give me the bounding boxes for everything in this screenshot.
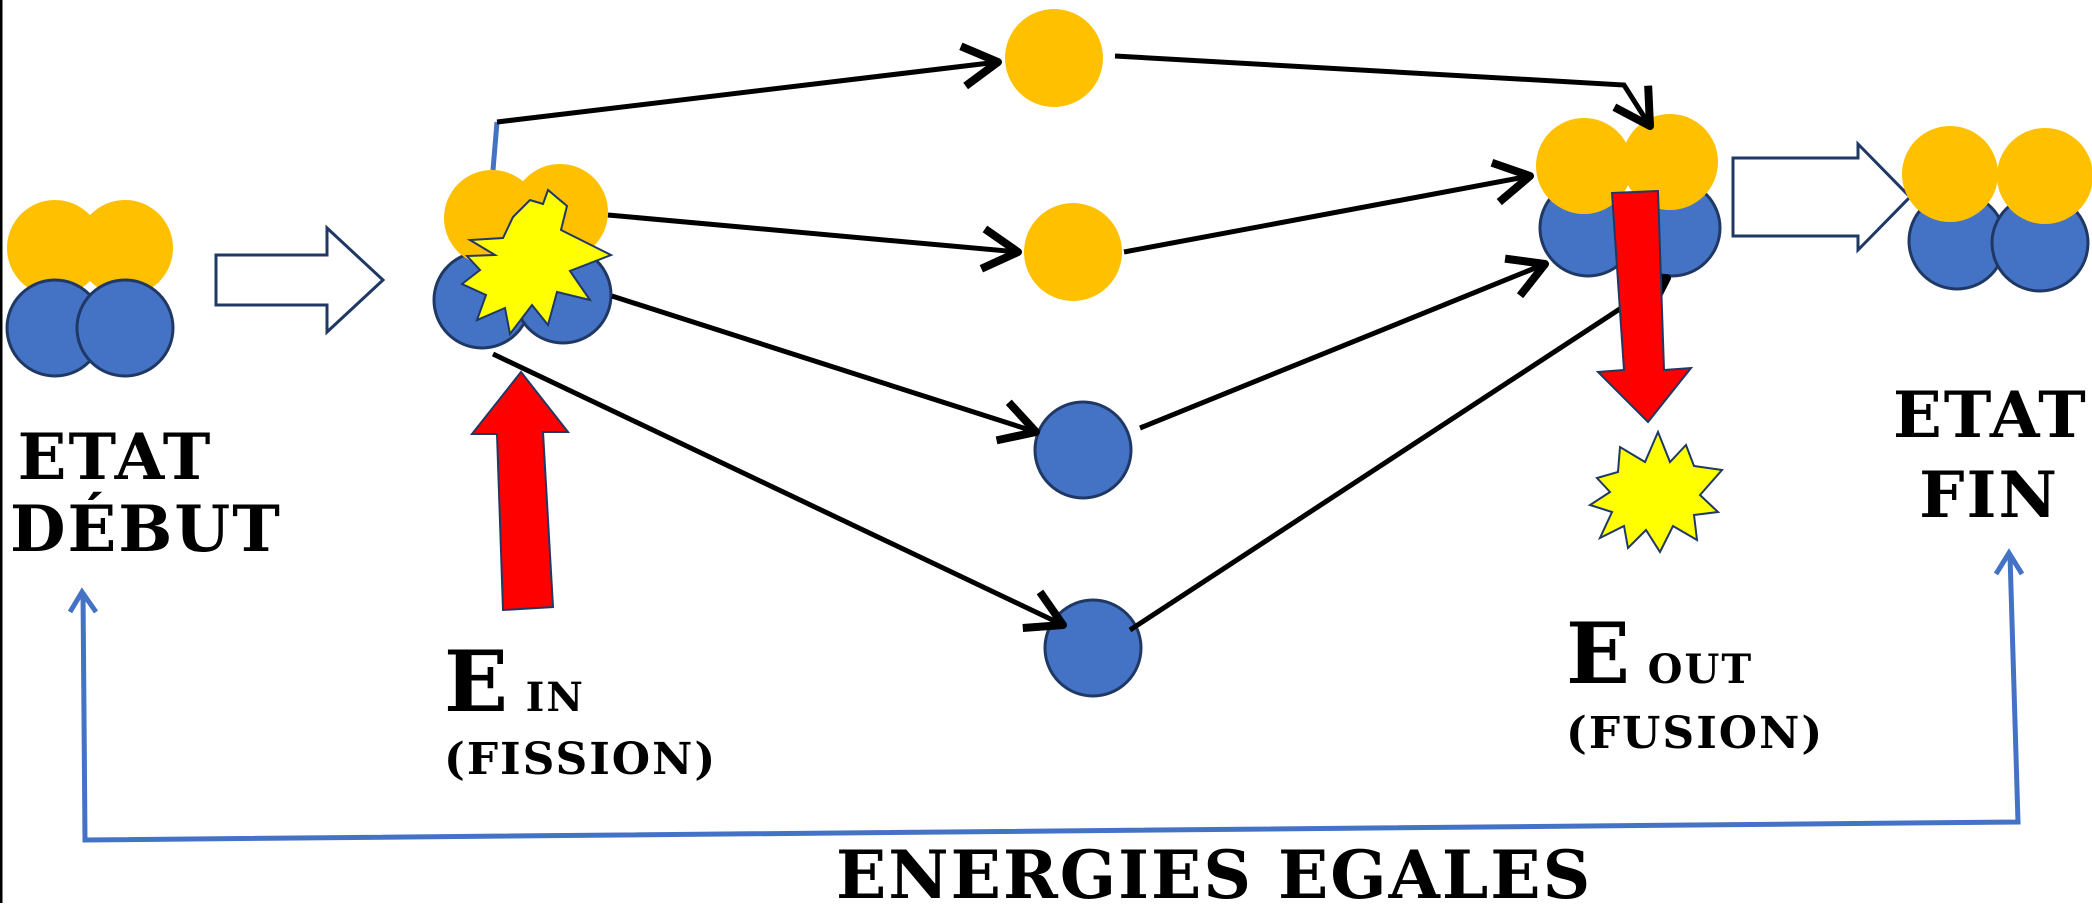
state-start-line1: ETAT xyxy=(17,420,213,495)
energy-in-process: (FISSION) xyxy=(444,734,718,785)
path-proton-2-to-fusion xyxy=(1123,159,1534,255)
state-end-label: ETAT FIN xyxy=(1893,378,2088,533)
energy-out-letter: E xyxy=(1566,604,1633,703)
energy-out-arrow xyxy=(1595,189,1694,424)
proton xyxy=(7,200,103,296)
nucleon-paths xyxy=(491,42,1671,633)
state-start-line2: DÉBUT xyxy=(10,492,282,567)
state-start-label: ETAT DÉBUT xyxy=(10,420,282,567)
energy-in-sub: IN xyxy=(525,674,585,721)
fission-burst-icon xyxy=(460,188,614,337)
state-end-line1: ETAT xyxy=(1893,378,2088,453)
equality-arrowhead-start xyxy=(67,587,99,614)
transition-arrow-end xyxy=(1731,140,1913,254)
fission-nucleus xyxy=(432,164,614,350)
state-end-line2: FIN xyxy=(1919,458,2059,533)
transition-arrow-start xyxy=(214,224,386,336)
free-neutron-1 xyxy=(1033,400,1133,500)
proton xyxy=(1997,128,2092,224)
path-to-proton-2 xyxy=(607,212,1022,273)
connector-line xyxy=(490,121,500,171)
neutron xyxy=(75,278,175,378)
energy-equality-connector xyxy=(67,548,2025,843)
proton xyxy=(1536,118,1632,214)
free-proton-1 xyxy=(1005,9,1103,107)
path-to-neutron-2 xyxy=(491,351,1067,633)
footer-title: ENERGIES EGALES xyxy=(836,836,1593,914)
initial-nucleus xyxy=(5,200,175,378)
fusion-burst-icon xyxy=(1587,429,1724,555)
proton xyxy=(1622,114,1718,210)
path-proton-1-to-fusion xyxy=(1114,53,1654,130)
energy-out-sub: OUT xyxy=(1647,646,1754,693)
equality-arrowhead-end xyxy=(1993,548,2025,576)
equality-line xyxy=(80,554,2021,843)
path-neutron-1-to-fusion xyxy=(1139,254,1549,431)
free-neutron-2 xyxy=(1043,598,1143,698)
path-to-neutron-1 xyxy=(611,293,1040,445)
proton xyxy=(77,200,173,296)
energy-in-letter: E xyxy=(444,632,511,731)
path-to-proton-1 xyxy=(496,42,1002,125)
energy-out-process: (FUSION) xyxy=(1566,708,1825,759)
path-neutron-2-to-fusion xyxy=(1128,274,1671,633)
free-proton-2 xyxy=(1024,203,1122,301)
final-nucleus xyxy=(1902,126,2092,293)
energy-out-label: E OUT xyxy=(1566,612,1753,696)
energy-in-label: E IN xyxy=(444,640,585,724)
proton xyxy=(1902,126,1998,222)
energy-in-arrow xyxy=(469,370,571,612)
